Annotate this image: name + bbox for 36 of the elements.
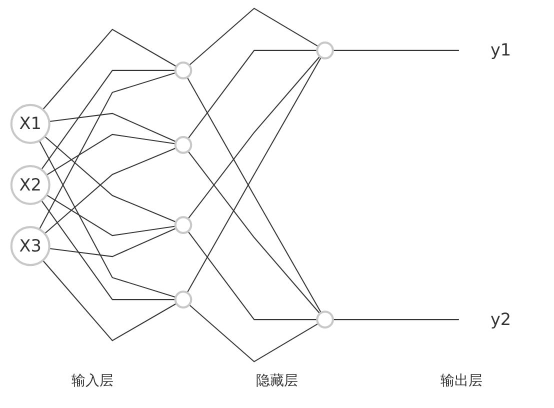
connector [46, 194, 176, 236]
connector [49, 228, 176, 258]
connector [40, 200, 176, 300]
connector [38, 140, 176, 298]
connector [40, 70, 176, 170]
connector [332, 319, 459, 320]
connector [42, 28, 177, 110]
connector [42, 260, 177, 342]
node-circle: X2 [10, 164, 50, 206]
node-text: y2 [490, 309, 512, 330]
node-circle [316, 41, 334, 60]
node-circle [174, 62, 192, 80]
connector [38, 72, 176, 230]
connector [44, 136, 176, 223]
connector [188, 150, 320, 314]
node-circle: X1 [10, 104, 50, 144]
connector [188, 56, 320, 220]
connector [46, 134, 176, 176]
layer-label: 输入层 [71, 372, 114, 390]
connector [188, 8, 319, 66]
connector [188, 231, 318, 320]
node-circle [174, 290, 192, 308]
connector [186, 77, 322, 313]
connector [44, 147, 176, 234]
connector [332, 50, 459, 51]
layer-label: 隐藏层 [256, 372, 298, 390]
node-circle [174, 216, 192, 234]
node-circle: X3 [10, 226, 50, 266]
node-circle [316, 310, 334, 329]
connector [49, 112, 176, 142]
layer-label: 输出层 [440, 372, 483, 390]
connector [186, 57, 322, 293]
connector [188, 304, 319, 362]
connector [188, 50, 318, 139]
node-text: y1 [490, 40, 512, 60]
node-circle [174, 136, 192, 154]
